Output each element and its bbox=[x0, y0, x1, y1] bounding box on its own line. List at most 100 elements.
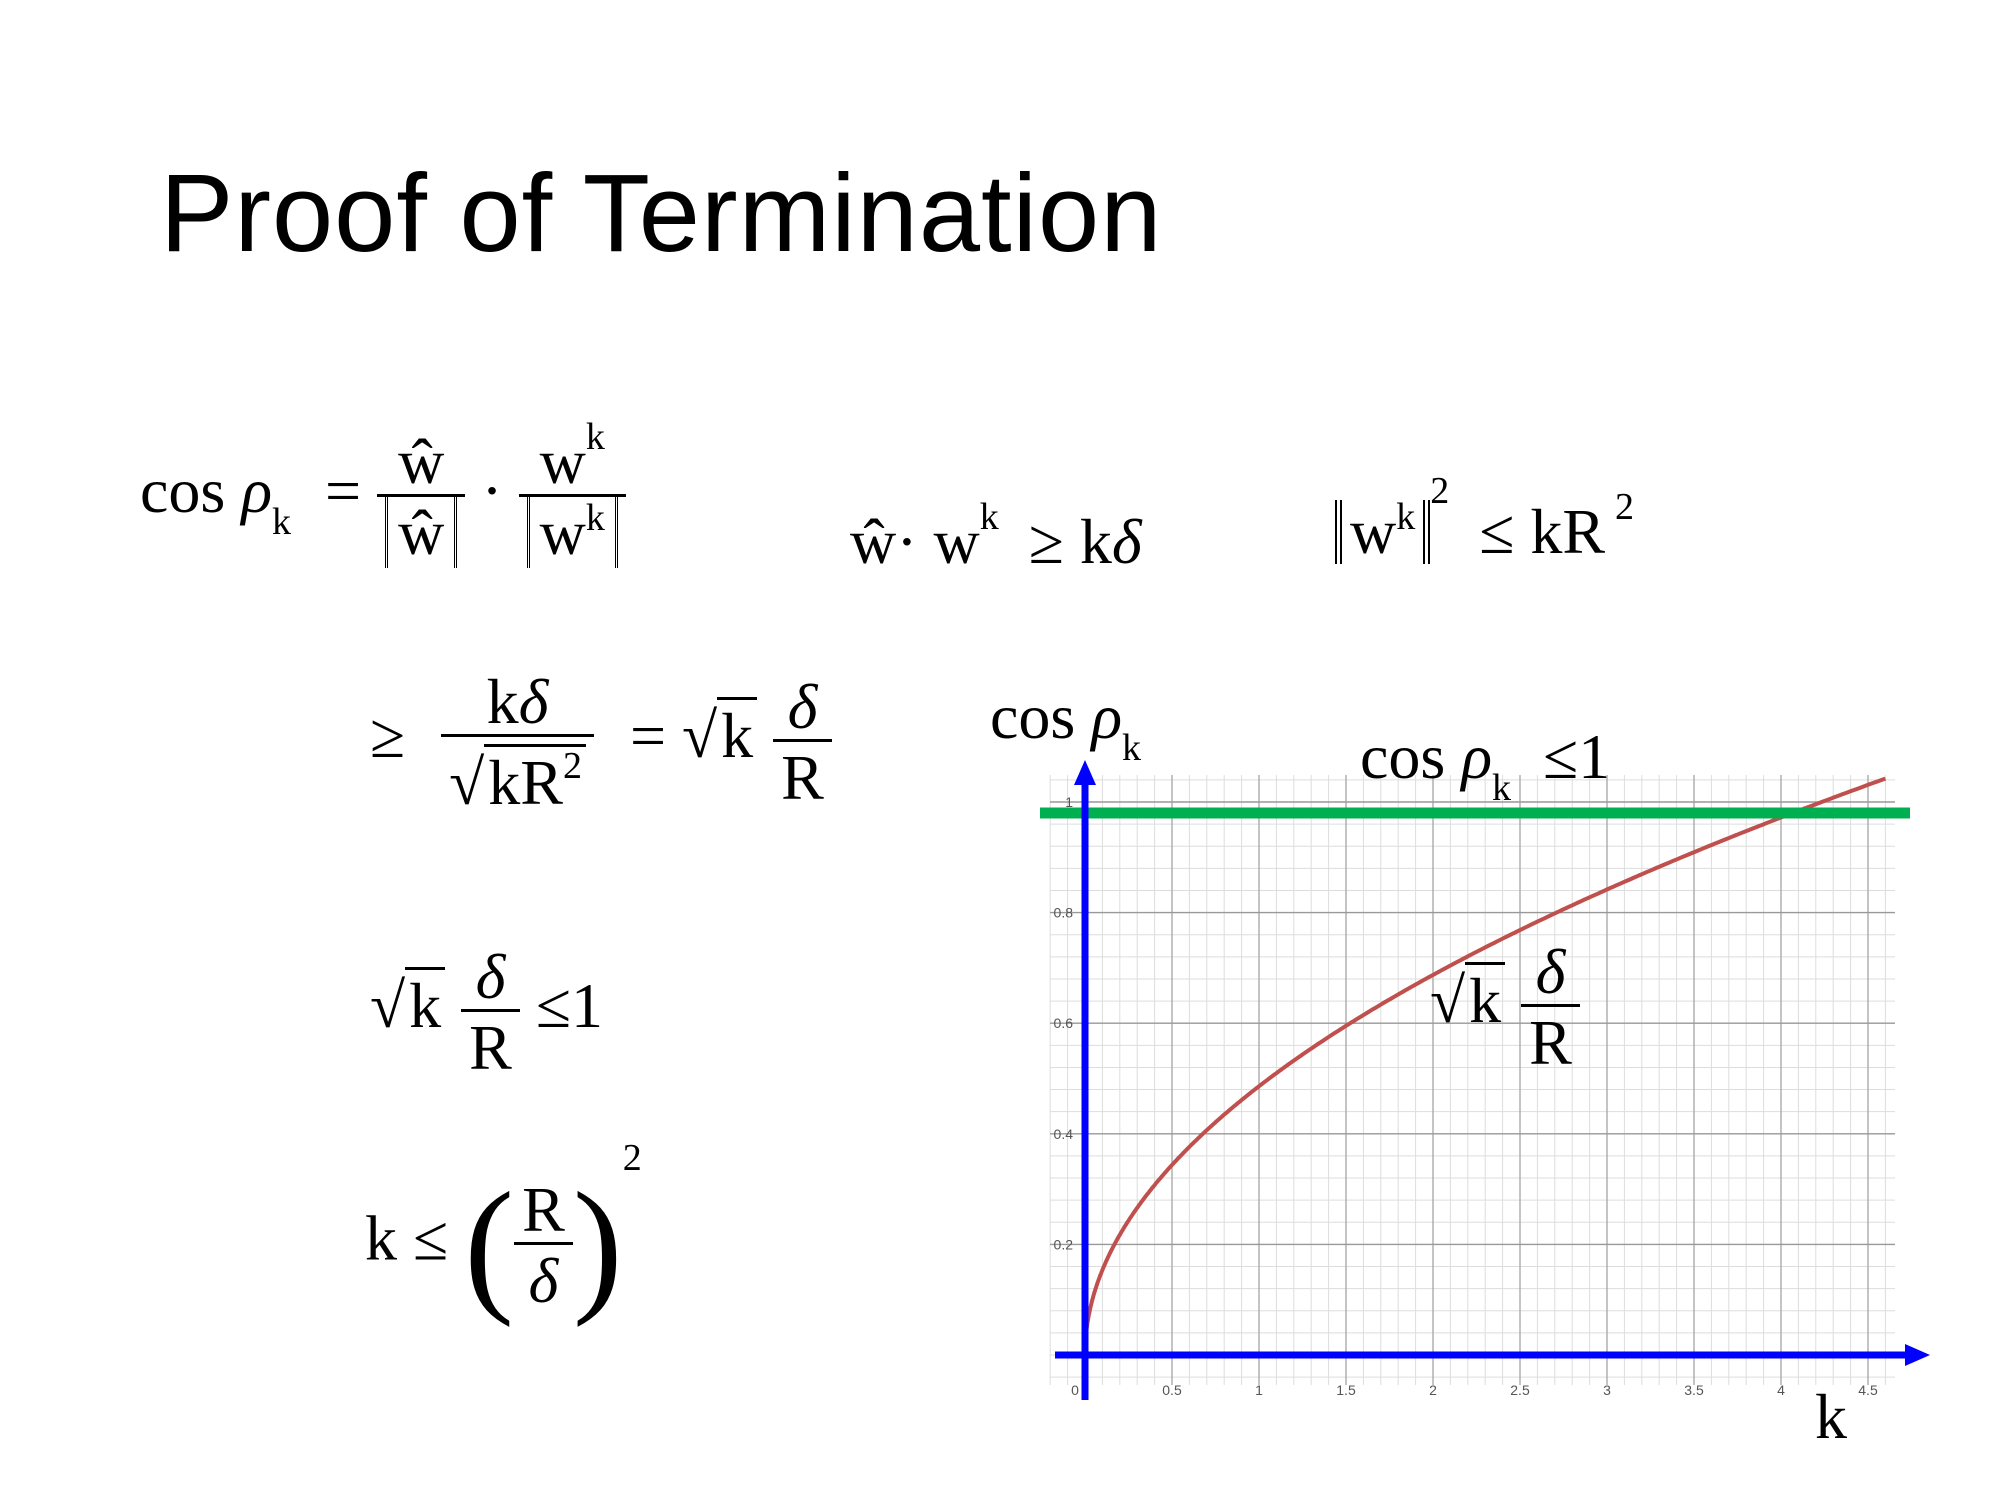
superscript-k: k bbox=[585, 497, 605, 539]
fraction-kdelta: kδ √kR2 bbox=[441, 670, 594, 818]
R: R bbox=[1521, 1004, 1580, 1075]
delta-symbol: δ bbox=[475, 941, 506, 1012]
grid-minor bbox=[1049, 775, 1895, 1385]
delta-symbol: δ bbox=[1535, 936, 1566, 1007]
cos-text: cos bbox=[990, 681, 1076, 752]
superscript-2: 2 bbox=[1615, 486, 1635, 528]
fraction-delta-over-R: δ R bbox=[1521, 940, 1580, 1075]
slide-title: Proof of Termination bbox=[160, 152, 1163, 275]
rho-symbol: ρ bbox=[1091, 681, 1123, 752]
superscript-k: k bbox=[1396, 496, 1416, 538]
subscript-k: k bbox=[272, 501, 292, 544]
one: 1 bbox=[570, 970, 603, 1042]
sqrt-symbol: √ bbox=[449, 747, 485, 818]
wk-numerator: w bbox=[539, 426, 586, 497]
superscript-k: k bbox=[979, 496, 999, 538]
fraction-delta-over-R: δ R bbox=[773, 675, 832, 810]
sqrt-symbol: √ bbox=[682, 700, 718, 772]
superscript-2: 2 bbox=[622, 1136, 642, 1179]
grid-major bbox=[1050, 775, 1895, 1385]
series-sqrt-k-curve bbox=[1083, 776, 1887, 1355]
wk-norm: w bbox=[539, 497, 586, 568]
x-tick-label: 1.5 bbox=[1336, 1382, 1356, 1398]
one: 1 bbox=[1578, 721, 1611, 792]
dot-operator: · bbox=[896, 506, 918, 577]
sqrt-symbol: √ bbox=[1430, 965, 1466, 1037]
leq-sign: ≤ bbox=[1479, 496, 1515, 567]
R: R bbox=[773, 739, 832, 810]
left-paren: ( bbox=[464, 1162, 515, 1328]
curve-annotation: √k δ R bbox=[1430, 940, 1580, 1075]
y-tick-label: 0.6 bbox=[1054, 1015, 1074, 1031]
x-tick-label: 3 bbox=[1603, 1382, 1611, 1398]
k: k bbox=[486, 666, 519, 737]
equation-k-bound: k ≤ ( R δ )2 bbox=[365, 1139, 642, 1320]
subscript-k: k bbox=[1492, 767, 1512, 809]
delta-symbol: δ bbox=[514, 1241, 573, 1313]
cos-text: cos bbox=[1360, 721, 1446, 792]
fraction-delta-over-R: δ R bbox=[461, 945, 520, 1080]
line-annotation: cos ρk ≤1 bbox=[1360, 725, 1610, 808]
w-hat: ŵ bbox=[850, 506, 897, 577]
fraction-wk: wk wk bbox=[518, 418, 626, 568]
x-tick-label: 4.5 bbox=[1858, 1382, 1878, 1398]
equation-lower-bound: ≥ kδ √kR2 = √k δ R bbox=[370, 670, 832, 818]
subscript-k: k bbox=[1122, 727, 1142, 769]
x-tick-label: 4 bbox=[1777, 1382, 1785, 1398]
dot-operator: · bbox=[481, 455, 503, 527]
y-tick-label: 0.2 bbox=[1054, 1236, 1074, 1252]
y-axis-label: cos ρk bbox=[990, 685, 1141, 768]
leq-sign: ≤ bbox=[535, 970, 571, 1042]
delta-symbol: δ bbox=[1111, 506, 1142, 577]
w-hat-numerator: ŵ bbox=[398, 426, 445, 497]
delta-symbol: δ bbox=[787, 671, 818, 742]
rho-symbol: ρ bbox=[1461, 721, 1493, 792]
superscript-2: 2 bbox=[562, 745, 582, 787]
superscript-2: 2 bbox=[1430, 470, 1450, 512]
k: k bbox=[405, 967, 446, 1042]
y-axis-arrow bbox=[1074, 760, 1096, 785]
delta-symbol: δ bbox=[518, 666, 549, 737]
y-tick-label: 0.8 bbox=[1054, 905, 1074, 921]
x-tick-label: 0.5 bbox=[1162, 1382, 1182, 1398]
rho-symbol: ρ bbox=[241, 455, 273, 527]
y-tick-label: 0.4 bbox=[1054, 1126, 1074, 1142]
k: k bbox=[717, 697, 758, 772]
geq-sign: ≥ bbox=[1028, 506, 1064, 577]
y-tick-label: 1 bbox=[1065, 794, 1073, 810]
equation-upper-bound: √k δ R ≤1 bbox=[370, 945, 603, 1080]
w-hat-norm: ŵ bbox=[385, 497, 458, 568]
x-axis-label: k bbox=[1815, 1381, 1847, 1452]
x-tick-label: 2.5 bbox=[1510, 1382, 1530, 1398]
geq-sign: ≥ bbox=[370, 700, 406, 772]
sqrt-symbol: √ bbox=[370, 970, 406, 1042]
equation-dot-product-bound: ŵ· wk ≥ kδ bbox=[850, 498, 1142, 574]
cos-text: cos bbox=[140, 455, 226, 527]
fraction-w-hat: ŵ ŵ bbox=[377, 426, 466, 568]
x-tick-label: 0 bbox=[1071, 1382, 1079, 1398]
w: w bbox=[933, 506, 980, 577]
equals-sign: = bbox=[629, 700, 667, 772]
leq-sign: ≤ bbox=[1543, 721, 1579, 792]
R: R bbox=[522, 1173, 565, 1245]
right-paren: ) bbox=[572, 1162, 623, 1328]
w: w bbox=[1350, 496, 1397, 567]
kR: kR bbox=[1530, 496, 1606, 567]
fraction-R-over-delta: R δ bbox=[514, 1173, 573, 1313]
R: R bbox=[461, 1009, 520, 1080]
x-tick-label: 3.5 bbox=[1684, 1382, 1704, 1398]
superscript-k: k bbox=[585, 416, 605, 458]
x-tick-label: 2 bbox=[1429, 1382, 1437, 1398]
k: k bbox=[365, 1202, 397, 1274]
k: k bbox=[1079, 506, 1112, 577]
x-axis-arrow bbox=[1905, 1344, 1930, 1366]
k: k bbox=[1465, 962, 1506, 1037]
equation-cos-rho-definition: cos ρk = ŵ ŵ · wk wk bbox=[140, 418, 626, 568]
equals-sign: = bbox=[325, 455, 362, 527]
axes bbox=[1055, 760, 1930, 1400]
kR: kR bbox=[488, 747, 563, 818]
leq-sign: ≤ bbox=[413, 1202, 449, 1274]
